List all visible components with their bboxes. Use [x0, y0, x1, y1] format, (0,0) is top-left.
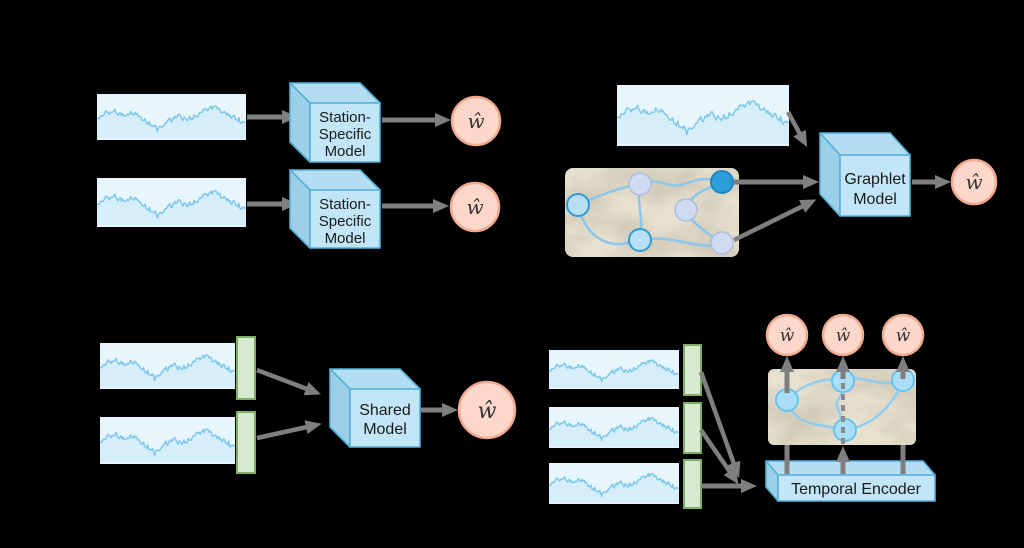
- station-embedding-bar: [236, 336, 256, 400]
- station-specific-model-cube: Station- Specific Model: [289, 82, 381, 163]
- model-label-line: Model: [325, 230, 366, 247]
- cube-front-face: [349, 388, 421, 448]
- prediction-symbol: ŵ: [466, 195, 483, 219]
- prediction-circle: ŵ: [950, 158, 998, 206]
- graph-node: [891, 369, 915, 392]
- timeseries-line: [99, 428, 236, 456]
- graph-node: [628, 228, 652, 252]
- prediction-symbol: ŵ: [896, 326, 911, 346]
- station-embedding-bar: [683, 402, 702, 454]
- map-thumbnail: [565, 168, 739, 257]
- cube-front-face: [309, 102, 381, 163]
- prediction-symbol: ŵ: [467, 109, 484, 133]
- model-label-line: Model: [853, 191, 897, 208]
- graph-node: [674, 198, 698, 222]
- panel-a-station-specific: Station- Specific Model Station- Specifi…: [96, 82, 502, 249]
- arrow: [699, 428, 739, 485]
- timeseries-plot: [616, 85, 790, 146]
- station-embedding-bar: [683, 459, 702, 509]
- prediction-circle: ŵ: [881, 313, 925, 357]
- timeseries-plot: [96, 178, 247, 227]
- graph-node: [566, 193, 590, 217]
- timeseries-plot: [96, 94, 247, 140]
- map-texture: [565, 168, 739, 257]
- prediction-circle: ŵ: [450, 95, 502, 147]
- station-embedding-bar: [236, 411, 256, 474]
- arrow: [256, 420, 322, 441]
- timeseries-line: [548, 416, 680, 442]
- model-label-line: Specific: [319, 213, 372, 230]
- timeseries-line: [96, 189, 247, 219]
- arrow: [256, 367, 322, 396]
- shared-model-cube: Shared Model: [329, 368, 421, 448]
- timeseries-plot: [548, 350, 680, 389]
- panel-b-graphlet: Graphlet Model ŵ: [565, 85, 998, 257]
- station-specific-model-cube: Station- Specific Model: [289, 169, 381, 249]
- temporal-encoder-box: Temporal Encoder: [765, 460, 936, 502]
- prediction-symbol: ŵ: [836, 326, 851, 346]
- graphlet-model-cube: Graphlet Model: [819, 132, 911, 217]
- arrow: [733, 199, 817, 243]
- encoder-top-face: [765, 460, 936, 476]
- model-label-line: Shared: [359, 402, 411, 419]
- prediction-circle: ŵ: [821, 313, 865, 357]
- prediction-symbol: ŵ: [478, 399, 497, 424]
- panel-c-shared: Shared Model ŵ: [99, 336, 517, 474]
- encoder-front-face: [777, 474, 936, 502]
- station-embedding-bar: [683, 344, 702, 396]
- timeseries-line: [548, 359, 680, 383]
- timeseries-plot: [99, 417, 236, 464]
- timeseries-line: [548, 472, 680, 498]
- prediction-circle: ŵ: [457, 380, 517, 440]
- cube-front-face: [839, 154, 911, 217]
- graph-node: [710, 231, 734, 255]
- timeseries-line: [616, 100, 790, 136]
- model-label-line: Model: [363, 421, 407, 438]
- timeseries-plot: [548, 463, 680, 504]
- timeseries-plot: [548, 407, 680, 448]
- cube-front-face: [309, 189, 381, 249]
- arrow: [786, 110, 808, 148]
- timeseries-line: [96, 105, 247, 133]
- timeseries-plot: [99, 343, 236, 389]
- model-label-line: Model: [325, 143, 366, 160]
- prediction-circle: ŵ: [765, 313, 809, 357]
- timeseries-line: [99, 354, 236, 382]
- model-label-line: Graphlet: [844, 171, 906, 188]
- model-label-line: Specific: [319, 126, 372, 143]
- prediction-symbol: ŵ: [965, 170, 982, 194]
- encoder-label: Temporal Encoder: [791, 481, 922, 498]
- graph-node-highlight: [710, 170, 734, 194]
- arrow: [698, 371, 741, 479]
- graph-node: [628, 172, 652, 196]
- panel-d-temporal-graphlet: Temporal Encoder: [548, 313, 936, 509]
- graph-edge: [638, 177, 720, 187]
- model-label-line: Station-: [319, 196, 371, 213]
- prediction-circle: ŵ: [449, 181, 501, 233]
- prediction-symbol: ŵ: [780, 326, 795, 346]
- model-label-line: Station-: [319, 109, 371, 126]
